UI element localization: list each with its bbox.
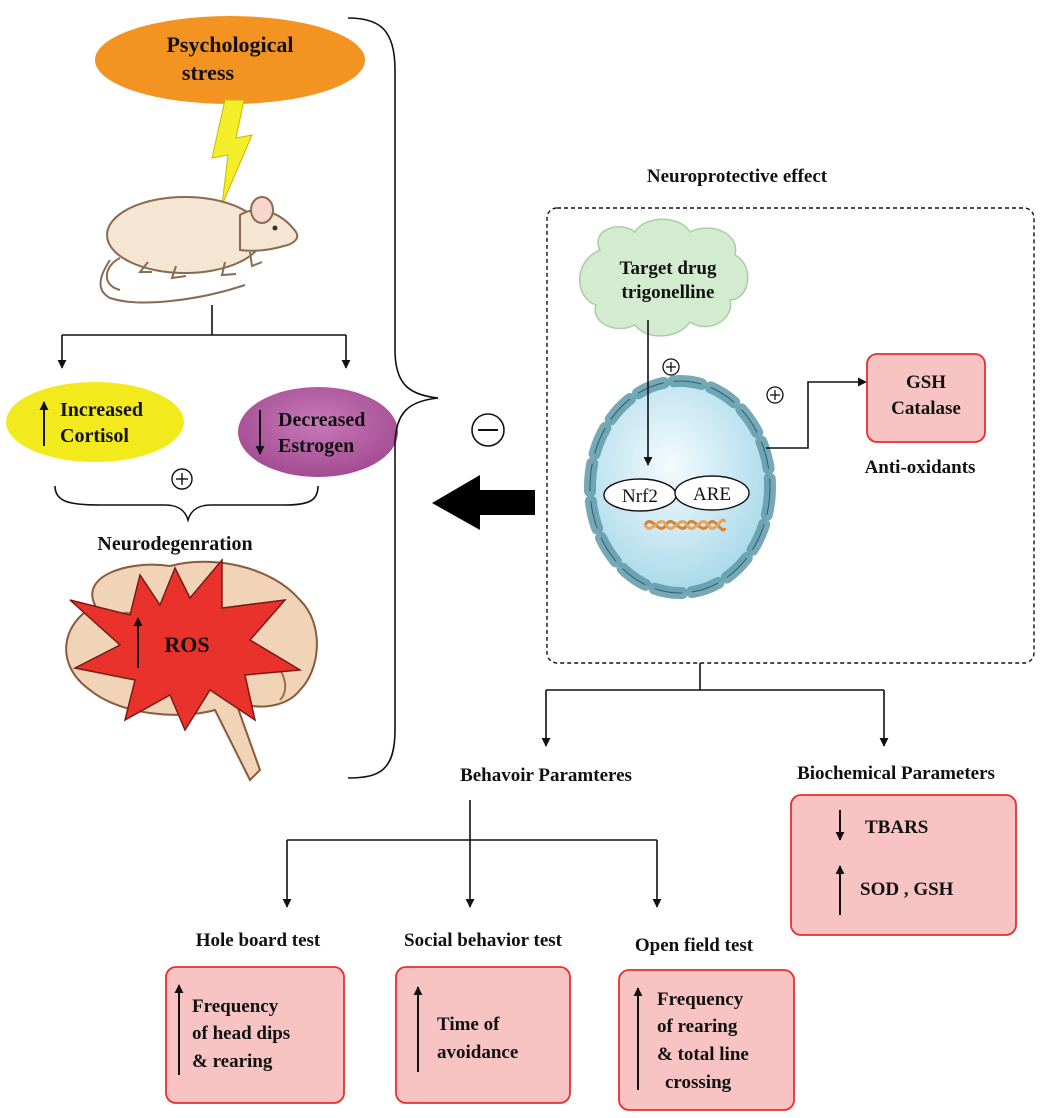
open-field-line1: Frequency — [657, 989, 744, 1010]
biochemical-title: Biochemical Parameters — [797, 763, 995, 784]
ros-starburst-icon — [69, 557, 303, 732]
test-name-hole-board: Hole board test — [196, 930, 321, 951]
antioxidants-box: GSH Catalase — [866, 353, 986, 443]
nrf2-label: Nrf2 — [622, 486, 658, 507]
nrf2-are-complex: Nrf2 ARE — [603, 475, 750, 532]
plus-symbol-icon — [766, 386, 784, 404]
open-field-line4: crossing — [665, 1072, 732, 1093]
curly-brace-bottom — [54, 485, 319, 523]
behavior-branch-connector — [282, 800, 662, 908]
cortisol-line2: Cortisol — [60, 425, 129, 447]
curly-brace-large — [347, 17, 439, 779]
drug-line2: trigonelline — [622, 282, 715, 303]
minus-symbol-icon — [471, 413, 505, 447]
biochemical-item-sod-gsh: SOD , GSH — [860, 879, 954, 900]
hole-board-line2: of head dips — [192, 1023, 290, 1044]
test-name-open-field: Open field test — [635, 935, 754, 956]
drug-line1: Target drug — [620, 258, 717, 279]
plus-symbol-icon — [662, 358, 680, 376]
antioxidant-gsh: GSH — [906, 372, 946, 393]
test-box-hole-board: Frequency of head dips & rearing — [165, 966, 345, 1104]
social-line2: avoidance — [437, 1042, 518, 1063]
neuroprotective-title: Neuroprotective effect — [647, 166, 828, 187]
antioxidant-catalase: Catalase — [891, 398, 961, 419]
hole-board-line3: & rearing — [192, 1051, 273, 1072]
neurodegeneration-title: Neurodegenration — [97, 533, 252, 555]
stress-label-line2: stress — [182, 60, 235, 85]
cortisol-line1: Increased — [60, 399, 143, 421]
biochemical-item-tbars: TBARS — [865, 817, 928, 838]
open-field-line3: & total line — [657, 1044, 749, 1065]
stress-label-line1: Psychological — [166, 32, 293, 57]
lightning-bolt-icon — [211, 99, 253, 206]
rat-branch-connector — [57, 305, 351, 369]
parameters-branch-connector — [541, 663, 889, 747]
decreased-estrogen-node: Decreased Estrogen — [238, 387, 398, 477]
plus-symbol-icon — [171, 468, 193, 490]
test-box-social: Time of avoidance — [395, 966, 571, 1104]
inhibition-arrow-icon — [432, 475, 535, 530]
biochemical-box: TBARS SOD , GSH — [790, 794, 1017, 936]
test-name-social: Social behavior test — [404, 930, 563, 951]
open-field-line2: of rearing — [657, 1016, 738, 1037]
neuroprotective-dashed-box — [546, 207, 1035, 664]
estrogen-line1: Decreased — [278, 409, 365, 431]
hole-board-line1: Frequency — [192, 996, 279, 1017]
target-drug-cloud: Target drug trigonelline — [578, 218, 749, 337]
cell-to-antioxidants-arrow — [766, 377, 867, 449]
behavior-title: Behavoir Paramteres — [460, 765, 632, 786]
test-box-open-field: Frequency of rearing & total line crossi… — [618, 969, 795, 1111]
social-line1: Time of — [437, 1014, 500, 1035]
rat-icon — [99, 196, 299, 304]
are-label: ARE — [693, 484, 731, 505]
ros-label: ROS — [164, 632, 209, 657]
psychological-stress-node: Psychological stress — [95, 16, 365, 104]
antioxidants-label: Anti-oxidants — [865, 457, 976, 478]
increased-cortisol-node: Increased Cortisol — [6, 382, 184, 462]
estrogen-line2: Estrogen — [278, 435, 354, 457]
